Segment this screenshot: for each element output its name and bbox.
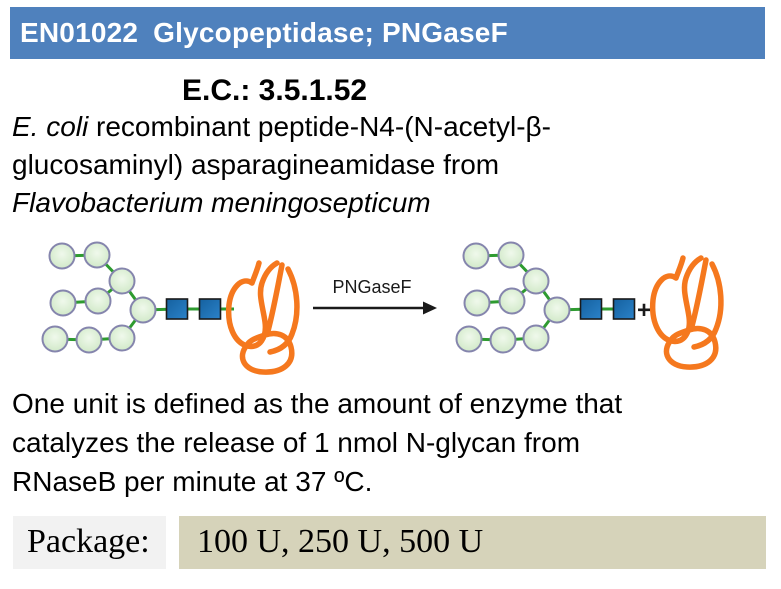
protein-squiggle-left: [225, 260, 300, 375]
glcnac-squares-left: [165, 298, 222, 320]
description-line-2: glucosaminyl) asparagineamidase from: [12, 149, 500, 180]
arrowhead: [423, 301, 437, 315]
ec-number: E.C.: 3.5.1.52: [182, 74, 368, 107]
reaction-diagram: PNGaseF +: [41, 241, 724, 375]
organism-flavobacterium: Flavobacterium meningosepticum: [12, 187, 431, 218]
released-glycan-product: [455, 241, 636, 354]
protein-squiggle-right: [649, 255, 724, 370]
description-line-1: E. coli recombinant peptide-N4-(N-acetyl…: [12, 111, 551, 142]
unit-definition: One unit is defined as the amount of enz…: [12, 384, 777, 501]
glcnac-squares-right: [579, 298, 636, 320]
unit-definition-line-2: catalyzes the release of 1 nmol N-glycan…: [12, 427, 581, 458]
unit-definition-line-1: One unit is defined as the amount of enz…: [12, 388, 623, 419]
package-sizes: 100 U, 250 U, 500 U: [179, 516, 766, 569]
unit-definition-line-3: RNaseB per minute at 37 ºC.: [12, 466, 373, 497]
product-code: EN01022: [20, 17, 139, 48]
plus-sign: +: [637, 297, 651, 324]
organism-ecoli: E. coli: [12, 111, 89, 142]
product-name: Glycopeptidase; PNGaseF: [153, 17, 508, 48]
glycosidic-linkages-right: [468, 253, 624, 342]
mannose-circles-right: [455, 241, 571, 354]
product-header-bar: EN01022 Glycopeptidase; PNGaseF: [10, 7, 765, 59]
enzyme-description: E. coli recombinant peptide-N4-(N-acetyl…: [12, 108, 772, 222]
reaction-arrow: PNGaseF: [313, 277, 437, 315]
package-label: Package:: [13, 516, 166, 569]
mannose-circles-left: [41, 241, 157, 354]
glycoprotein-substrate: [41, 241, 300, 375]
enzyme-arrow-label: PNGaseF: [332, 277, 411, 297]
